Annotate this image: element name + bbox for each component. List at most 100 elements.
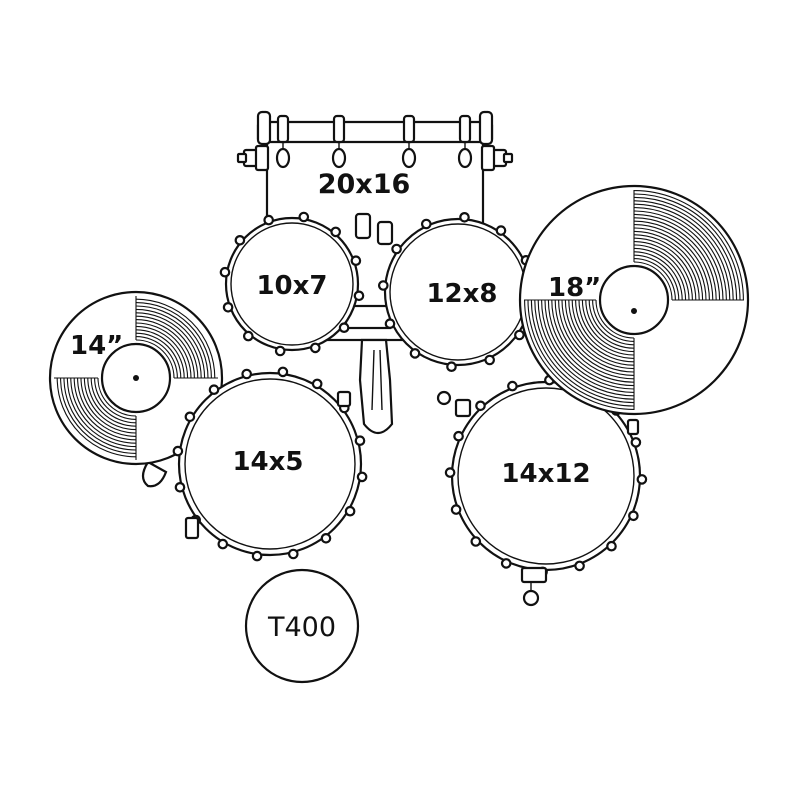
cymbal-groove xyxy=(561,299,635,373)
cymbal-groove xyxy=(581,299,635,353)
cymbal-groove xyxy=(56,377,137,458)
cymbal-groove xyxy=(87,377,137,427)
tension-lug xyxy=(174,481,186,493)
cymbal-groove xyxy=(80,377,137,434)
cymbal-groove xyxy=(578,299,635,356)
snare-hoop xyxy=(177,371,363,557)
bass-drum-lug xyxy=(401,114,417,169)
cymbal-groove xyxy=(633,207,727,301)
cymbal-groove xyxy=(135,329,185,379)
tension-lug xyxy=(507,380,518,392)
tom-10x7-lugs xyxy=(219,211,365,357)
bass-drum-size-label: 20x16 xyxy=(318,169,411,200)
cymbal-groove xyxy=(633,251,683,301)
cymbal-groove xyxy=(77,377,137,437)
tension-lug xyxy=(184,411,196,423)
cymbal-groove xyxy=(571,299,635,363)
tension-lug xyxy=(475,400,486,412)
bass-drum-hoop xyxy=(256,120,494,144)
cymbal-groove xyxy=(633,190,744,301)
cymbal-groove xyxy=(575,299,635,359)
throne-label: T400 xyxy=(267,612,336,643)
cymbal-groove xyxy=(633,210,724,301)
tension-lug xyxy=(636,474,648,485)
cymbal-groove xyxy=(633,227,707,301)
bass-drum-pedal xyxy=(358,338,394,435)
tension-lug xyxy=(311,378,323,390)
pedal-footboard xyxy=(358,338,394,435)
tension-lug xyxy=(353,290,365,302)
cymbal-groove xyxy=(595,299,635,339)
tension-lug xyxy=(243,330,254,342)
cymbal-groove xyxy=(534,299,635,400)
bass-drum-side-claw-right xyxy=(478,110,514,172)
cymbal-groove xyxy=(633,241,693,301)
cymbal-groove xyxy=(633,261,673,301)
cymbal-groove xyxy=(564,299,635,370)
cymbal-groove xyxy=(633,244,690,301)
tension-lug xyxy=(298,211,310,223)
tension-lug xyxy=(574,560,585,572)
bass-drum-lugs xyxy=(275,114,473,169)
cymbal-groove xyxy=(90,377,137,424)
crash-cymbal-grooves xyxy=(524,190,744,410)
floor-tom-size-label: 14x12 xyxy=(501,459,590,489)
cymbal-groove xyxy=(585,299,635,349)
tension-lug xyxy=(344,505,356,517)
cymbal-groove xyxy=(135,336,178,379)
tension-lug xyxy=(384,318,396,329)
tension-lug xyxy=(495,225,507,236)
tension-lug xyxy=(330,226,341,238)
tension-lug xyxy=(234,235,246,246)
tom-10x7-hoop xyxy=(224,216,360,352)
bass-drum-side-claw-left xyxy=(236,110,272,172)
cymbal-groove xyxy=(135,298,216,379)
hihat-size-label: 14” xyxy=(70,331,123,361)
cymbal-groove xyxy=(63,377,137,451)
crash-stand-tip xyxy=(626,418,640,436)
tension-lug xyxy=(350,255,362,266)
hihat-cymbal-grooves xyxy=(54,296,218,460)
crash-cymbal-center xyxy=(631,308,637,314)
crash-size-label: 18” xyxy=(548,273,601,303)
tom-mount-arm-right xyxy=(376,220,394,246)
tension-lug xyxy=(320,532,332,544)
tension-lug xyxy=(391,243,402,255)
cymbal-groove xyxy=(633,200,734,301)
cymbal-groove xyxy=(633,234,700,301)
cymbal-groove xyxy=(592,299,635,342)
drum-throne: T400 xyxy=(244,568,360,684)
cymbal-groove xyxy=(135,332,182,379)
tension-lug xyxy=(450,504,462,515)
cymbal-groove xyxy=(633,203,731,301)
snare-size-label: 14x5 xyxy=(232,447,303,477)
tension-lug xyxy=(208,384,220,395)
cymbal-groove xyxy=(547,299,635,387)
tension-lug xyxy=(444,467,456,478)
tension-lug xyxy=(446,361,457,372)
tension-lug xyxy=(172,445,184,457)
tension-lug xyxy=(277,366,289,378)
tension-lug xyxy=(628,510,639,522)
cymbal-groove xyxy=(568,299,635,366)
cymbal-groove xyxy=(527,299,635,407)
tension-lug xyxy=(630,437,642,448)
cymbal-groove xyxy=(135,308,206,379)
cymbal-groove xyxy=(544,299,635,390)
tension-lug xyxy=(274,345,286,357)
tension-lug xyxy=(287,548,299,560)
hihat-cymbal-center xyxy=(133,375,139,381)
cymbal-groove xyxy=(633,220,714,301)
cymbal-groove xyxy=(73,377,137,441)
tension-lug xyxy=(219,266,231,278)
cymbal-groove xyxy=(633,237,697,301)
tension-lug xyxy=(338,322,350,333)
cymbal-groove xyxy=(554,299,635,380)
cymbal-groove xyxy=(588,299,635,346)
tension-lug xyxy=(309,342,321,354)
cymbal-groove xyxy=(530,299,635,404)
cymbal-groove xyxy=(66,377,137,448)
tension-lug xyxy=(241,368,252,380)
cymbal-groove xyxy=(633,196,738,301)
